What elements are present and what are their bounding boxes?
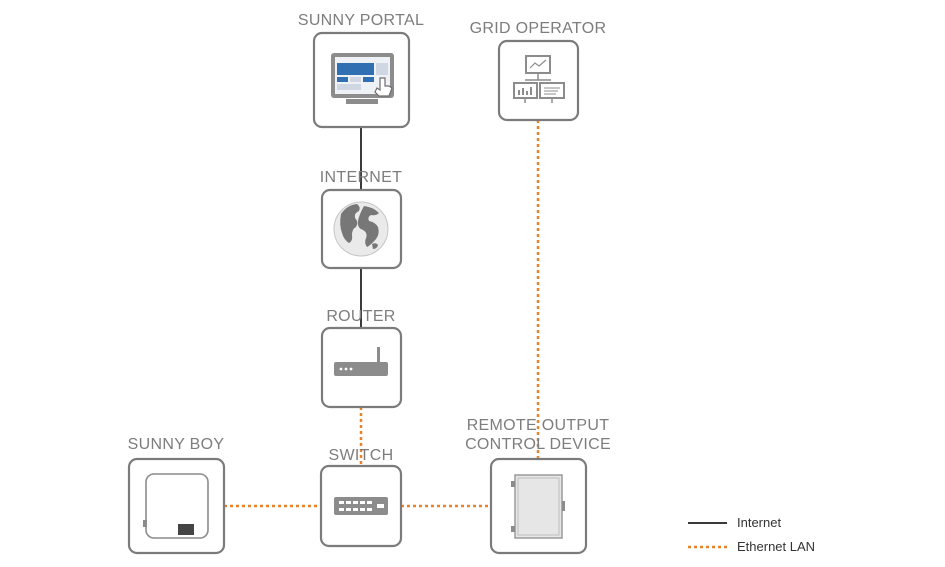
router-node — [320, 326, 403, 409]
router-label: ROUTER — [326, 308, 396, 325]
internet-label: INTERNET — [319, 169, 403, 186]
grid-operator-label: GRID OPERATOR — [469, 20, 607, 37]
remote-output-label-line1: REMOTE OUTPUT — [466, 417, 610, 434]
network-monitors-icon — [513, 55, 565, 103]
legend-ethernet-label: Ethernet LAN — [737, 539, 816, 554]
remote-output-label-line2: CONTROL DEVICE — [465, 436, 611, 453]
sunny-portal-node — [312, 31, 411, 129]
switch-label: SWITCH — [328, 447, 394, 464]
inverter-icon — [143, 473, 209, 539]
cabinet-icon — [511, 474, 565, 539]
switch-icon — [334, 497, 388, 515]
globe-icon — [333, 201, 389, 257]
monitor-hand-icon — [331, 53, 394, 104]
router-icon — [334, 347, 388, 376]
sunny-boy-node — [127, 457, 226, 555]
switch-node — [319, 464, 403, 548]
sunny-portal-label: SUNNY PORTAL — [297, 12, 425, 29]
legend-internet-label: Internet — [737, 515, 782, 530]
legend — [688, 522, 727, 549]
remote-output-node — [489, 457, 588, 555]
sunny-boy-label: SUNNY BOY — [127, 436, 225, 453]
grid-operator-node — [497, 39, 580, 122]
internet-node — [320, 188, 403, 270]
